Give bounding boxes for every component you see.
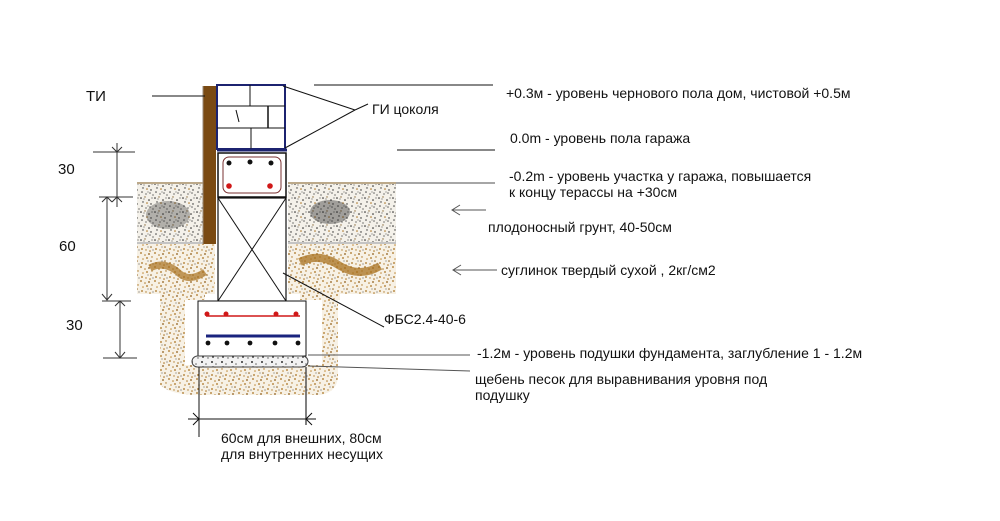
label-loam-text: суглинок твердый сухой: [501, 262, 657, 278]
footing-pit-soil: [160, 285, 340, 395]
topsoil-layer: [137, 182, 396, 244]
width-dimension: [188, 367, 316, 437]
vertical-dimensions: [93, 143, 137, 359]
plinth-brickwork: [216, 84, 287, 152]
label-width-line2: для внутренних несущих: [221, 446, 383, 462]
foundation-cushion: [197, 300, 307, 357]
label-width-line1: 60см для внешних, 80см: [221, 430, 382, 446]
label-fbs-block: ФБС2.4-40-6: [384, 311, 466, 327]
reinforced-belt: [217, 152, 287, 198]
label-level-garage-floor: 0.0m - уровень пола гаража: [510, 130, 691, 146]
arrow-topsoil: [451, 204, 486, 216]
label-thermal-insulation: ТИ: [86, 88, 106, 105]
label-loam: суглинок твердый сухой , 2кг/см2: [501, 262, 716, 279]
dimension-bottom-value: 30: [66, 317, 83, 334]
gravel-sand-pad: [191, 355, 309, 368]
label-gravel-line2: подушку: [475, 387, 530, 403]
label-loam-capacity: , 2кг/см2: [660, 262, 716, 278]
label-level-site-line2: к концу терассы на +30см: [509, 184, 678, 200]
dimension-top-value: 30: [58, 161, 75, 178]
label-topsoil: плодоносный грунт, 40-50см: [488, 219, 672, 235]
label-level-cushion: -1.2м - уровень подушки фундамента, загл…: [477, 345, 863, 361]
leader-lines: [152, 84, 495, 372]
arrow-loam: [452, 264, 497, 276]
label-gravel-line1: щебень песок для выравнивания уровня под: [475, 371, 768, 387]
label-level-house-floor: +0.3м - уровень чернового пола дом, чист…: [506, 85, 851, 101]
fbs-block: [217, 197, 287, 302]
thermal-insulation: [203, 86, 216, 244]
label-plinth-waterproofing: ГИ цоколя: [372, 101, 439, 117]
label-level-site-line1: -0.2m - уровень участка у гаража, повыша…: [509, 168, 812, 184]
dimension-middle-value: 60: [59, 238, 76, 255]
